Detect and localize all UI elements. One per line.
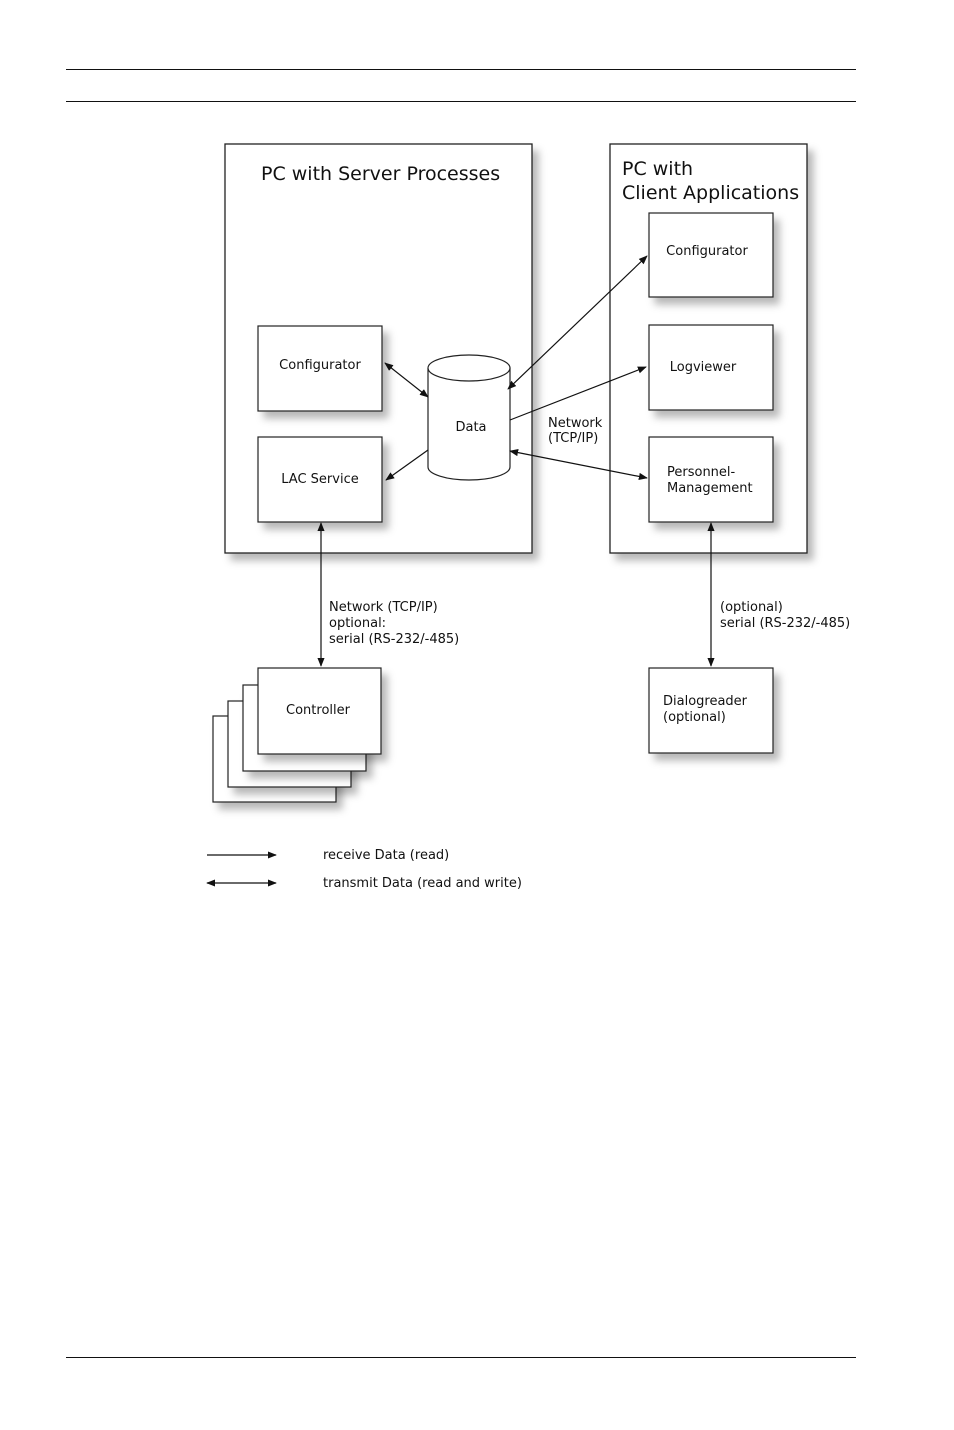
controller-label: Controller [286, 703, 351, 718]
legend-receive-label: receive Data (read) [323, 848, 449, 863]
personnel-label-line2: Management [667, 481, 753, 496]
controller-stack: Controller [212, 667, 382, 803]
arrow-server-configurator-data [384, 362, 429, 398]
client-pc-title-line1: PC with [622, 158, 693, 180]
client-configurator-label: Configurator [666, 244, 748, 259]
data-store: Data [427, 354, 511, 481]
lac-service-label: LAC Service [281, 472, 358, 487]
controller-link-line2: optional: [329, 616, 386, 631]
lac-service-box: LAC Service [257, 436, 383, 523]
arrow-data-to-logviewer [509, 366, 647, 421]
server-pc-title: PC with Server Processes [261, 163, 500, 185]
dialog-link-line2: serial (RS-232/-485) [720, 616, 850, 631]
dialogreader-label-line1: Dialogreader [663, 694, 748, 709]
arrow-data-personnel-management [509, 449, 648, 480]
header-rule-top [66, 69, 856, 70]
logviewer-label: Logviewer [670, 360, 737, 375]
legend: receive Data (read) transmit Data (read … [206, 848, 522, 891]
server-configurator-label: Configurator [279, 358, 361, 373]
header-rule-bottom [66, 101, 856, 102]
server-configurator-box: Configurator [257, 325, 383, 412]
data-store-label: Data [455, 420, 486, 435]
legend-transmit-label: transmit Data (read and write) [323, 876, 522, 891]
arrow-data-to-lac-service [385, 449, 429, 481]
footer-rule [66, 1357, 856, 1358]
logviewer-box: Logviewer [648, 324, 774, 411]
dialog-link-line1: (optional) [720, 600, 783, 615]
arrow-data-client-configurator [507, 255, 648, 390]
controller-link-line1: Network (TCP/IP) [329, 600, 438, 615]
client-pc-title-line2: Client Applications [622, 182, 799, 204]
network-label-line1: Network [548, 416, 603, 431]
dialogreader-label-line2: (optional) [663, 710, 726, 725]
network-label-line2: (TCP/IP) [548, 431, 598, 446]
client-configurator-box: Configurator [648, 212, 774, 298]
personnel-management-box: Personnel- Management [648, 436, 774, 523]
controller-link-line3: serial (RS-232/-485) [329, 632, 459, 647]
personnel-label-line1: Personnel- [667, 465, 736, 480]
dialogreader-box: Dialogreader (optional) [648, 667, 774, 754]
